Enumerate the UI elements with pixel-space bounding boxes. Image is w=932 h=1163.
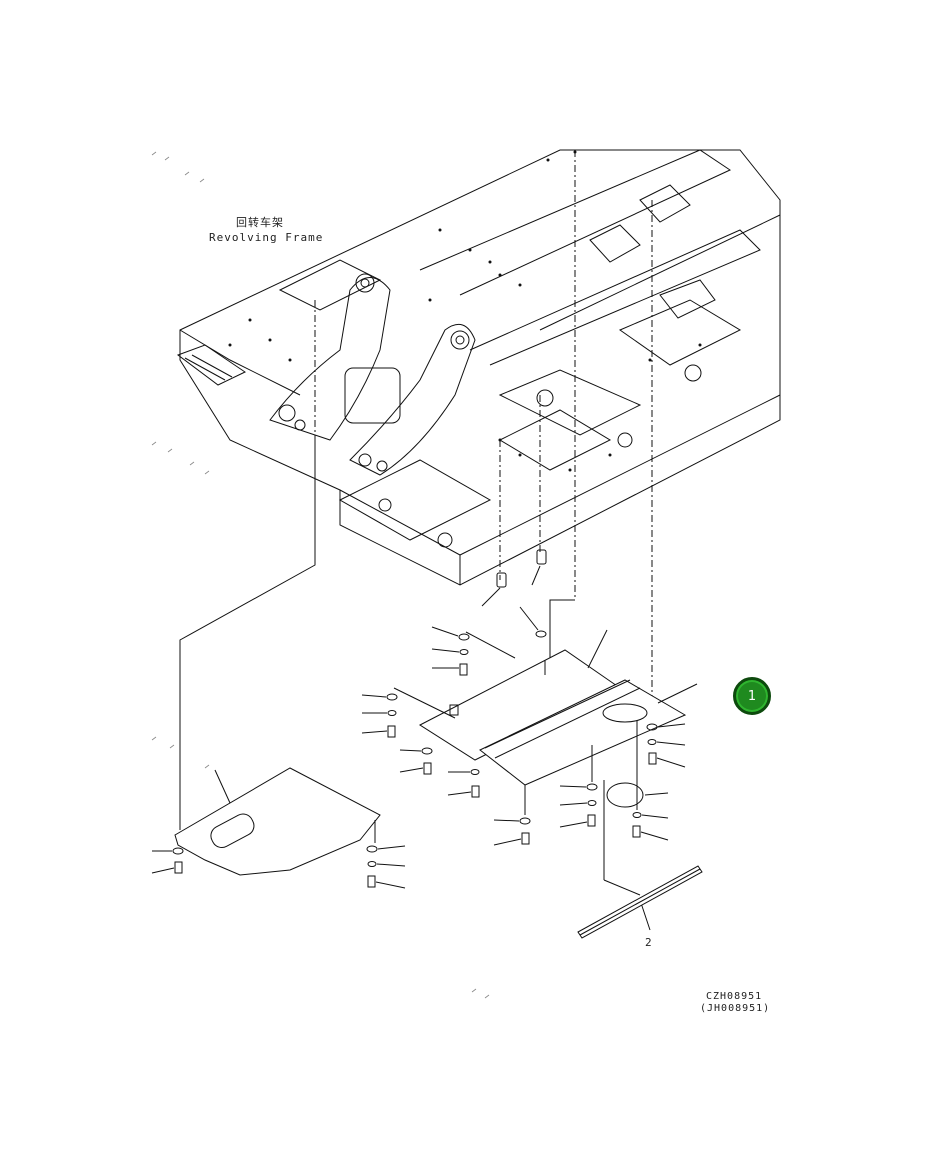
scan-marks bbox=[151, 151, 490, 999]
part-number-2: 2 bbox=[645, 936, 653, 949]
fasteners bbox=[151, 606, 698, 889]
callout-marker[interactable]: 1 bbox=[733, 677, 771, 715]
drawing-code: CZH08951 bbox=[706, 991, 763, 1002]
frame-label-english: Revolving Frame bbox=[209, 231, 324, 244]
drain-plug bbox=[481, 572, 507, 607]
frame-label-chinese: 回转车架 bbox=[236, 216, 284, 229]
right-cover-plate bbox=[479, 679, 687, 786]
reference-lines bbox=[314, 150, 653, 700]
drawing-code-alt: (JH008951) bbox=[700, 1003, 771, 1014]
drain-plug bbox=[531, 549, 547, 586]
left-undercover-plate bbox=[174, 767, 381, 876]
round-cover bbox=[606, 782, 644, 808]
revolving-frame bbox=[176, 149, 781, 586]
seal-strip bbox=[577, 865, 703, 939]
callout-number: 1 bbox=[747, 688, 757, 704]
